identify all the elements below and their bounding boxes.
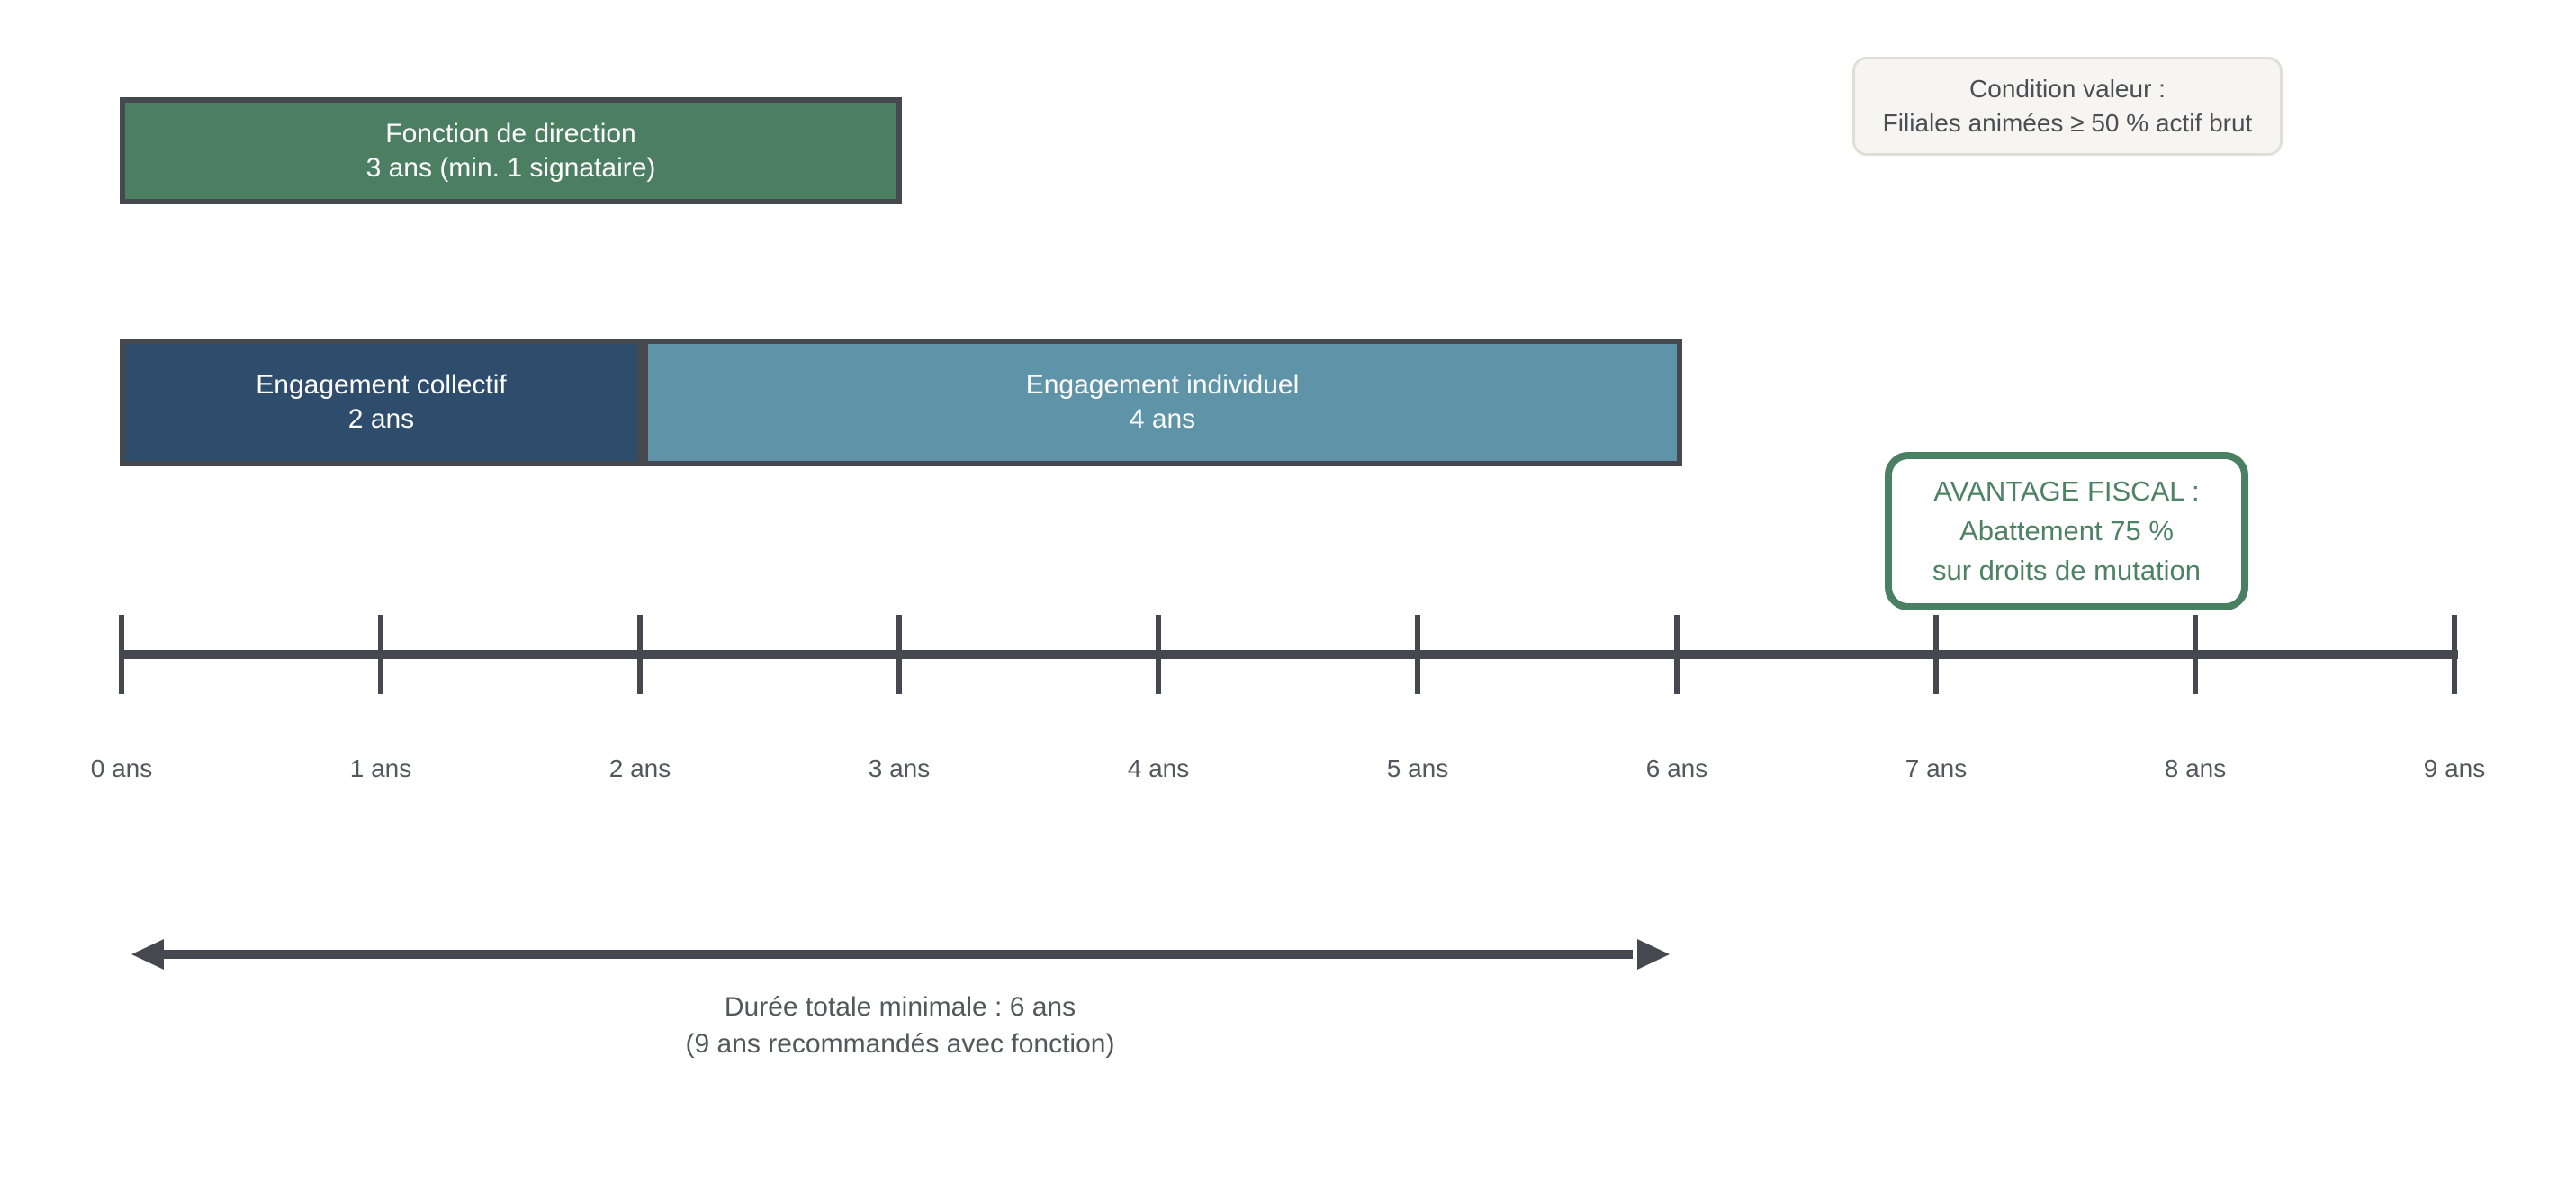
- tick-label: 8 ans: [2164, 754, 2227, 782]
- avantage-fiscal-line2: Abattement 75 %: [1959, 515, 2174, 546]
- tick-mark: [2193, 615, 2198, 694]
- condition-valeur-detail: Filiales animées ≥ 50 % actif brut: [1882, 109, 2253, 137]
- tick-label: 3 ans: [868, 754, 931, 782]
- engagement-collectif-duration: 2 ans: [347, 404, 415, 434]
- tick-mark: [1674, 615, 1680, 694]
- arrowhead-right-icon: [1637, 939, 1670, 970]
- tick-mark: [896, 615, 902, 694]
- tick-label: 4 ans: [1127, 754, 1190, 782]
- tick-label: 6 ans: [1645, 754, 1708, 782]
- condition-valeur-title: Condition valeur :: [1969, 75, 2166, 103]
- avantage-fiscal-line3: sur droits de mutation: [1932, 555, 2202, 586]
- engagement-collectif-bar: Engagement collectif 2 ans: [120, 339, 643, 466]
- fonction-direction-bar: Fonction de direction 3 ans (min. 1 sign…: [120, 97, 902, 204]
- summary-line1: Durée totale minimale : 6 ans: [724, 992, 1076, 1022]
- tick-mark: [637, 615, 643, 694]
- tick-mark: [2452, 615, 2457, 694]
- tick-label: 0 ans: [90, 754, 153, 782]
- arrow-shaft: [160, 950, 1633, 959]
- engagement-collectif-label: Engagement collectif: [256, 370, 507, 400]
- tick-label: 5 ans: [1386, 754, 1449, 782]
- engagement-individuel-bar: Engagement individuel 4 ans: [643, 339, 1682, 466]
- tick-label: 1 ans: [349, 754, 412, 782]
- fonction-direction-duration: 3 ans (min. 1 signataire): [365, 152, 656, 183]
- tick-mark: [1933, 615, 1939, 694]
- arrowhead-left-icon: [131, 939, 164, 970]
- tick-label: 7 ans: [1905, 754, 1968, 782]
- tick-label: 2 ans: [608, 754, 671, 782]
- axis-line: [120, 650, 2458, 659]
- summary-text: Durée totale minimale : 6 ans (9 ans rec…: [360, 989, 1440, 1062]
- avantage-fiscal-callout: AVANTAGE FISCAL : Abattement 75 % sur dr…: [1885, 452, 2248, 610]
- summary-line2: (9 ans recommandés avec fonction): [685, 1029, 1115, 1059]
- tick-mark: [378, 615, 383, 694]
- fonction-direction-label: Fonction de direction: [385, 118, 636, 149]
- tick-label: 9 ans: [2423, 754, 2486, 782]
- tick-mark: [119, 615, 124, 694]
- condition-valeur-callout: Condition valeur : Filiales animées ≥ 50…: [1852, 57, 2283, 156]
- tick-mark: [1156, 615, 1161, 694]
- engagement-individuel-duration: 4 ans: [1129, 404, 1196, 434]
- tick-mark: [1415, 615, 1420, 694]
- avantage-fiscal-title: AVANTAGE FISCAL :: [1933, 475, 2200, 507]
- engagement-individuel-label: Engagement individuel: [1025, 370, 1300, 400]
